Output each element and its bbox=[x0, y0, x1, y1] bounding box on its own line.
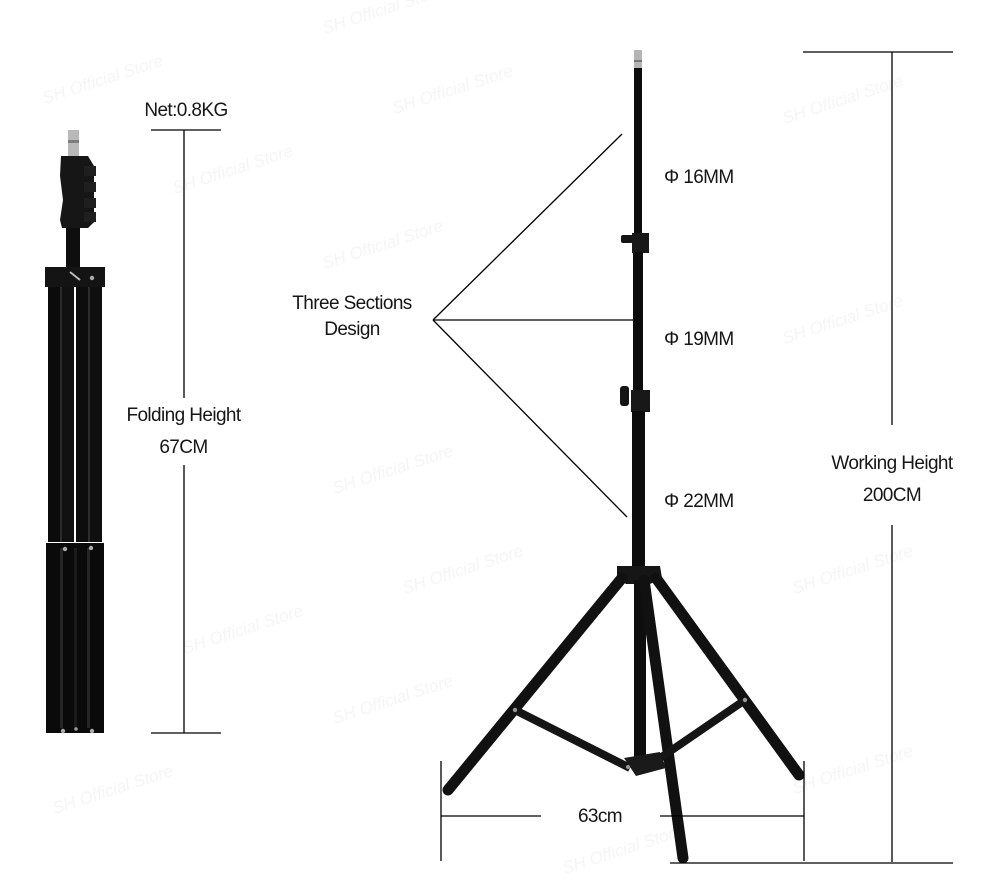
folding-height-dimension bbox=[151, 129, 221, 734]
net-weight-label: Net:0.8KG bbox=[144, 100, 228, 121]
diameter-16mm-label: Φ 16MM bbox=[664, 167, 734, 188]
extended-tripod bbox=[442, 50, 805, 864]
folding-height-label: Folding Height 67CM bbox=[106, 403, 261, 461]
folding-height-title: Folding Height bbox=[126, 405, 241, 426]
working-height-label: Working Height 200CM bbox=[812, 451, 972, 509]
diameter-22mm-label: Φ 22MM bbox=[664, 491, 734, 512]
folding-height-value: 67CM bbox=[159, 437, 208, 458]
diameter-19mm-label: Φ 19MM bbox=[664, 329, 734, 350]
folded-stand bbox=[45, 130, 105, 734]
sections-callout-lines bbox=[432, 133, 633, 518]
working-height-dimension bbox=[670, 51, 953, 864]
leg-span-dimension bbox=[440, 761, 805, 861]
three-sections-label: Three Sections Design bbox=[292, 293, 412, 340]
leg-span-label: 63cm bbox=[577, 806, 623, 827]
working-height-value: 200CM bbox=[862, 485, 922, 506]
working-height-title: Working Height bbox=[831, 453, 953, 474]
